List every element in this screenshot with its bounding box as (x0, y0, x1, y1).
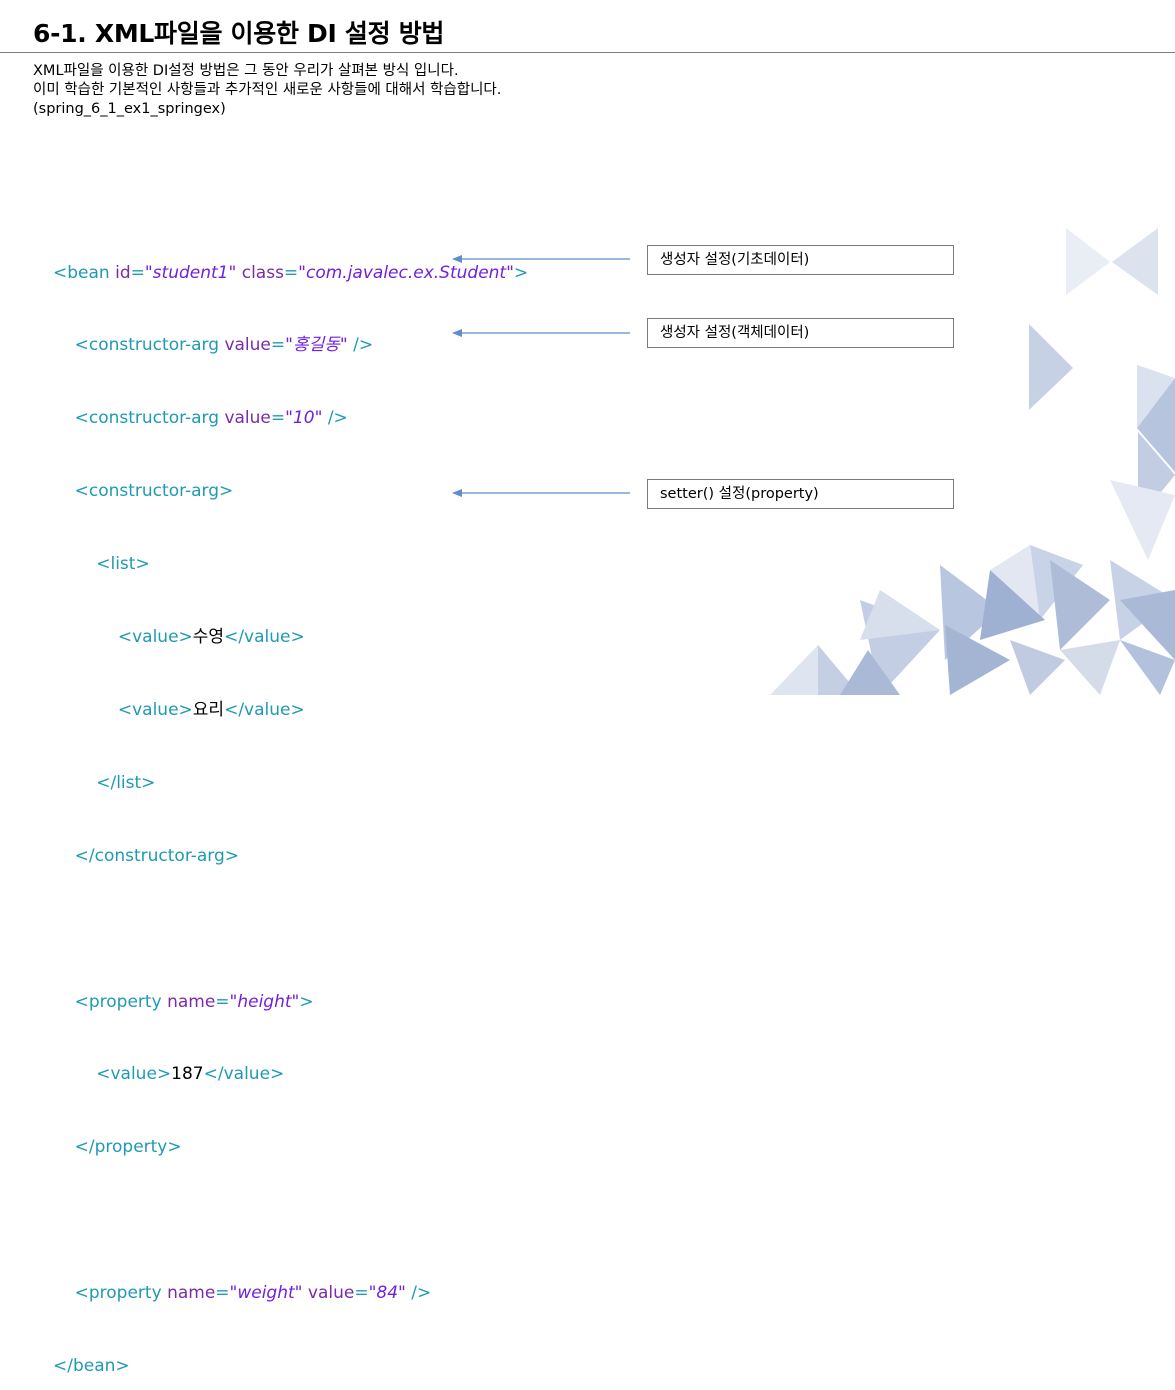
code-line-value-height: <value>187</value> (96, 1064, 285, 1085)
code-line-property-height: <property name="height"> (74, 991, 314, 1012)
arrow-left-icon (452, 489, 630, 497)
code-line-constructor-close: </constructor-arg> (74, 845, 239, 866)
code-line-list-close: </list> (96, 772, 156, 793)
code-line-blank-2 (53, 1208, 528, 1232)
code-line-property-weight: <property name="weight" value="84" /> (74, 1283, 432, 1304)
description-line-1: XML파일을 이용한 DI설정 방법은 그 동안 우리가 살펴본 방식 입니다. (33, 63, 459, 79)
arrow-left-icon (452, 329, 630, 337)
title-divider (0, 52, 1175, 53)
description-line-3: (spring_6_1_ex1_springex) (33, 101, 226, 117)
code-line-value-cook: <value>요리</value> (117, 699, 305, 720)
annotation-setter-property: setter() 설정(property) (647, 479, 954, 509)
description-line-2: 이미 학습한 기본적인 사항들과 추가적인 새로운 사항들에 대해서 학습합니다… (33, 82, 502, 98)
code-line-bean-open: <bean id="student1" class="com.javalec.e… (53, 262, 529, 283)
code-line-list-open: <list> (96, 554, 150, 575)
arrow-left-icon (452, 255, 630, 263)
slide-title: 6-1. XML파일을 이용한 DI 설정 방법 (33, 19, 445, 48)
annotation-constructor-object: 생성자 설정(객체데이터) (647, 318, 954, 348)
code-line-constructor-age: <constructor-arg value="10" /> (74, 408, 348, 429)
code-line-constructor-name: <constructor-arg value="홍길동" /> (74, 335, 374, 356)
code-line-bean-close: </bean> (53, 1355, 130, 1376)
annotation-constructor-basic: 생성자 설정(기초데이터) (647, 245, 954, 275)
code-line-property-close: </property> (74, 1137, 182, 1158)
code-line-value-swim: <value>수영</value> (117, 627, 305, 648)
code-line-constructor-open: <constructor-arg> (74, 481, 234, 502)
description: XML파일을 이용한 DI설정 방법은 그 동안 우리가 살펴본 방식 입니다.… (33, 62, 501, 119)
decorative-triangles-graphic (770, 228, 1175, 695)
code-line-blank-1 (53, 917, 528, 941)
